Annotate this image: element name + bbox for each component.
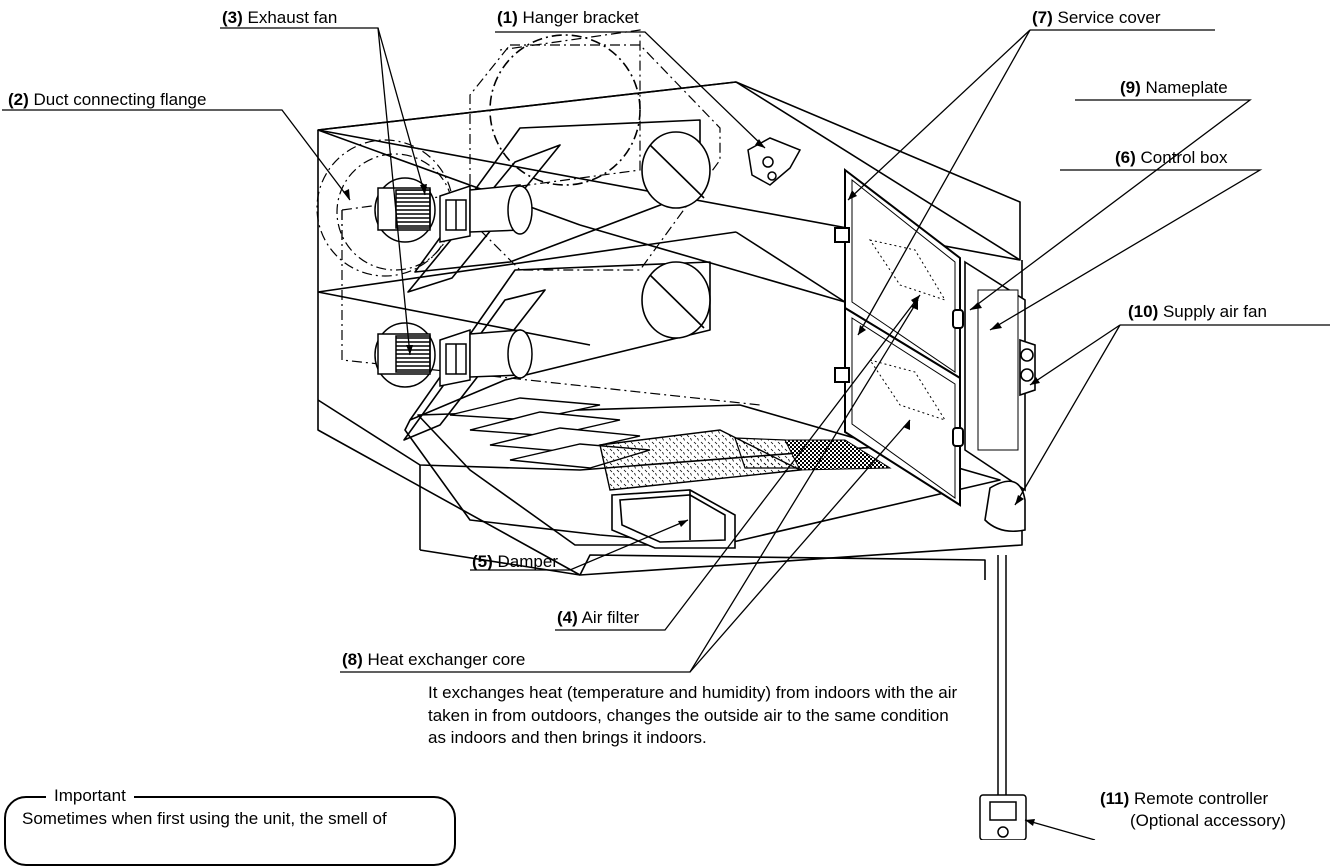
label-text: Hanger bracket: [522, 8, 639, 27]
label-text: Control box: [1140, 148, 1228, 167]
hanger-bracket-shape: [747, 137, 802, 186]
label-text: Duct connecting flange: [33, 90, 207, 109]
supply-fan-duct: [984, 480, 1026, 533]
label-num: (7): [1032, 8, 1053, 27]
label-num: (2): [8, 90, 29, 109]
label-supply-air-fan: (10) Supply air fan: [1128, 302, 1267, 322]
label-text: Air filter: [581, 608, 640, 627]
label-duct-connecting-flange: (2) Duct connecting flange: [8, 90, 206, 110]
label-exhaust-fan: (3) Exhaust fan: [222, 8, 337, 28]
label-heat-exchanger-core: (8) Heat exchanger core: [342, 650, 525, 670]
important-box: [4, 796, 456, 866]
important-title: Important: [46, 786, 134, 806]
label-text: Exhaust fan: [247, 8, 338, 27]
duct-openings: [489, 34, 711, 339]
label-num: (5): [472, 552, 493, 571]
label-num: (11): [1100, 789, 1130, 808]
label-num: (10): [1128, 302, 1159, 321]
label-text: Heat exchanger core: [367, 650, 526, 669]
leader-arrows: [343, 139, 1040, 826]
label-num: (9): [1120, 78, 1141, 97]
service-cover-panels: [834, 167, 964, 507]
label-service-cover: (7) Service cover: [1032, 8, 1161, 28]
label-num: (8): [342, 650, 363, 669]
label-control-box: (6) Control box: [1115, 148, 1227, 168]
label-nameplate: (9) Nameplate: [1120, 78, 1228, 98]
label-num: (1): [497, 8, 518, 27]
heat-exchanger-core: [868, 239, 947, 421]
label-num: (6): [1115, 148, 1136, 167]
label-text: Service cover: [1057, 8, 1161, 27]
label-num: (3): [222, 8, 243, 27]
exhaust-fan-upper: [374, 177, 533, 243]
label-num: (4): [557, 608, 578, 627]
remote-cord: [997, 555, 1007, 795]
remote-controller-shape: [979, 794, 1027, 840]
unit-diagram: [2, 27, 1330, 840]
label-text: Supply air fan: [1162, 302, 1267, 321]
label-air-filter: (4) Air filter: [557, 608, 639, 628]
important-text: Sometimes when first using the unit, the…: [22, 809, 387, 828]
label-hanger-bracket: (1) Hanger bracket: [497, 8, 639, 28]
label-text: Nameplate: [1145, 78, 1228, 97]
heat-exchanger-description: It exchanges heat (temperature and humid…: [428, 683, 958, 747]
leader-lines: [2, 27, 1330, 840]
control-box: [964, 260, 1036, 492]
label-damper: (5) Damper: [472, 552, 558, 572]
label-subtext: (Optional accessory): [1130, 811, 1286, 830]
exhaust-fan-lower: [374, 322, 533, 388]
label-text: Damper: [497, 552, 558, 571]
damper-shape: [611, 489, 736, 549]
air-filter-grid: [449, 397, 651, 469]
label-remote-controller: (11) Remote controller (Optional accesso…: [1100, 788, 1286, 832]
label-text: Remote controller: [1134, 789, 1269, 808]
